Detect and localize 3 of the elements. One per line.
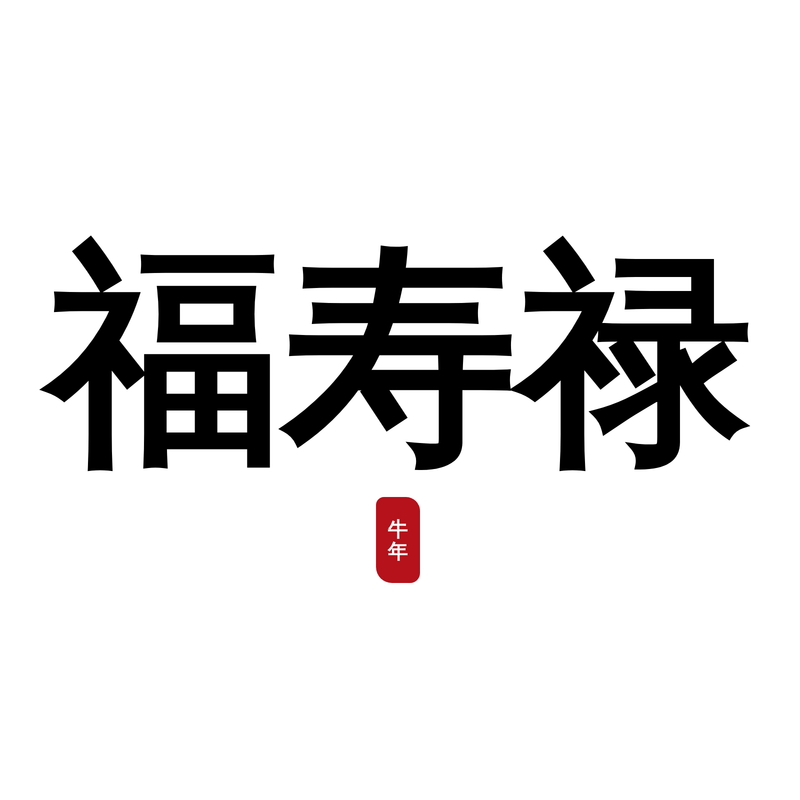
seal-text: 牛年 bbox=[388, 518, 408, 562]
calligraphy-text: 福寿禄 bbox=[0, 215, 800, 497]
seal-stamp bbox=[376, 497, 420, 583]
